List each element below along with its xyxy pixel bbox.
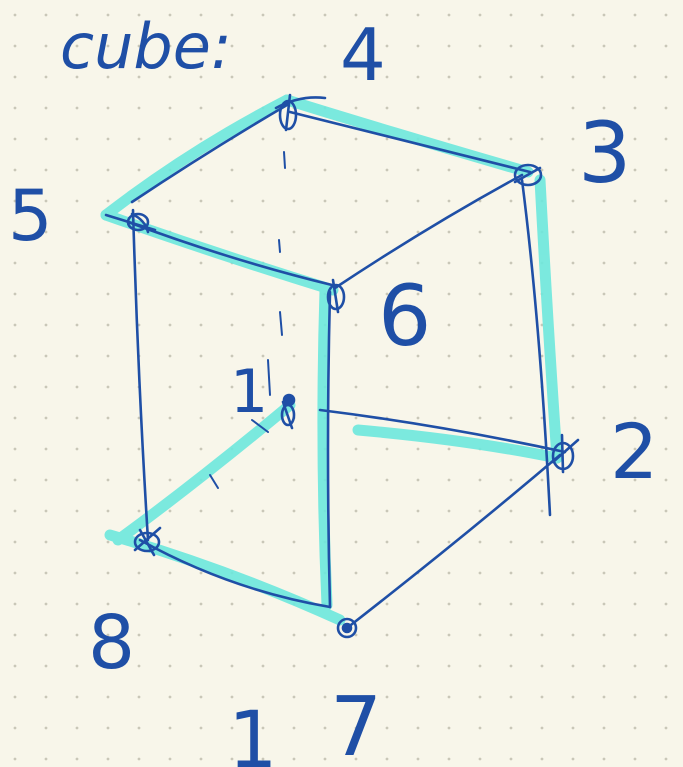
vertex-label-4: 4 [340,13,386,97]
vertex-label-5: 5 [8,175,53,257]
vertex-label-2: 2 [610,407,658,496]
page-title: cube: [60,10,232,83]
hidden-edge-4-1-a [284,152,285,168]
vertex-label-3: 3 [578,104,631,202]
vertex-label-7: 7 [330,680,382,767]
vertex-label-8: 8 [88,600,135,686]
vertex-label-1: 1 [230,357,268,427]
highlight-6-7 [323,290,327,605]
extra-mark: 1 [228,696,278,767]
hidden-edge-4-1-b [279,240,280,252]
vertex-label-6: 6 [378,267,431,365]
